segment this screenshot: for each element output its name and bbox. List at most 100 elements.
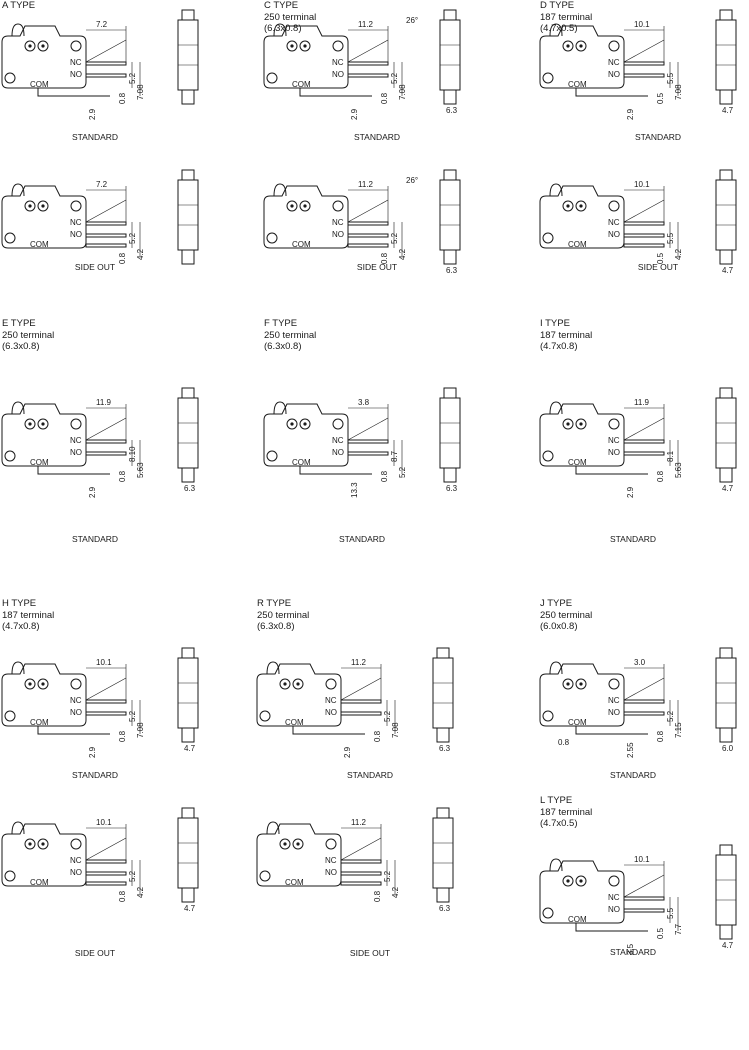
standard-side-view: [432, 647, 454, 743]
bottom-dimension-1: 0.8: [656, 730, 665, 742]
rivet-2-dot: [579, 204, 583, 208]
rivet-1-dot: [28, 682, 32, 686]
header-line-0: H TYPE: [2, 598, 37, 609]
header-line-2: (4.7x0.8): [2, 621, 40, 632]
lever: [623, 874, 665, 898]
header-line-1: 250 terminal: [2, 329, 55, 341]
mount-hole-2: [266, 72, 278, 84]
nc-terminal: [85, 221, 127, 226]
mount-hole-1: [608, 418, 620, 430]
no-terminal: [85, 711, 127, 716]
caption-side-out: SIDE OUT: [74, 948, 116, 958]
vertical-dimension-1: 5.2: [383, 870, 392, 882]
rivet-2-dot: [41, 842, 45, 846]
com-terminal: [299, 466, 372, 475]
caption-standard: STANDARD: [353, 132, 401, 142]
side-out-svg: [256, 821, 396, 894]
terminal-width-dimension: 4.7: [722, 106, 734, 115]
rivet-1-dot: [290, 422, 294, 426]
bottom-dimension-2: 2.9: [626, 108, 635, 120]
lever: [85, 417, 127, 441]
lever: [85, 677, 127, 701]
side-body: [715, 854, 737, 926]
terminal-width-dimension: 6.3: [446, 266, 458, 275]
header-line-1: 187 terminal: [540, 11, 593, 23]
rivet-2-dot: [303, 422, 307, 426]
nc-label: NC: [325, 856, 337, 865]
com-terminal: [347, 243, 389, 248]
bottom-dimension-1: 0.8: [118, 730, 127, 742]
rivet-1: [279, 838, 291, 850]
com-terminal: [340, 881, 382, 886]
header-line-1: 250 terminal: [264, 11, 317, 23]
com-terminal: [575, 726, 648, 735]
mount-hole-1: [608, 678, 620, 690]
standard-side-view: [715, 9, 737, 105]
standard-side-view: [715, 647, 737, 743]
side-terminal: [719, 467, 733, 483]
rivet-1-dot: [566, 682, 570, 686]
side-terminal: [719, 924, 733, 940]
rivet-2-dot: [41, 682, 45, 686]
rivet-1-dot: [283, 842, 287, 846]
lever: [623, 677, 665, 701]
com-label: COM: [568, 718, 587, 727]
no-label: NO: [70, 868, 82, 877]
nc-label: NC: [70, 436, 82, 445]
mount-hole-1: [332, 200, 344, 212]
rivet-1-dot: [566, 44, 570, 48]
header-line-0: J TYPE: [540, 598, 573, 609]
rivet-2-dot: [303, 204, 307, 208]
width-dimension: 11.2: [358, 180, 373, 189]
switch-body: [263, 403, 349, 467]
rivet-2: [37, 200, 49, 212]
nc-label: NC: [608, 893, 620, 902]
bottom-dimension-1: 0.8: [118, 890, 127, 902]
rivet-1-dot: [566, 204, 570, 208]
rivet-1: [562, 40, 574, 52]
com-label: COM: [292, 80, 311, 89]
side-terminal: [443, 89, 457, 105]
rivet-1-dot: [290, 204, 294, 208]
rivet-2-dot: [41, 422, 45, 426]
terminal-width-dimension: 6.3: [439, 744, 451, 753]
rivet-2: [575, 40, 587, 52]
no-terminal: [85, 451, 127, 456]
no-terminal: [623, 711, 665, 716]
rivet-1: [286, 418, 298, 430]
rivet-1: [562, 678, 574, 690]
caption-standard: STANDARD: [609, 534, 657, 544]
vertical-dimension-2: 7.08: [136, 84, 145, 100]
rivet-1: [24, 200, 36, 212]
com-label: COM: [30, 80, 49, 89]
vertical-dimension-1: 5.5: [666, 72, 675, 84]
mount-hole-1: [70, 40, 82, 52]
no-label: NO: [608, 708, 620, 717]
side-out-side-view: [177, 807, 199, 903]
rivet-2: [299, 200, 311, 212]
lever: [623, 39, 665, 63]
standard-side-view: [715, 844, 737, 940]
vertical-dimension-1: 5.2: [390, 232, 399, 244]
rivet-1: [24, 40, 36, 52]
caption-standard: STANDARD: [71, 770, 119, 780]
rivet-2: [575, 678, 587, 690]
header-line-2: (6.3x0.8): [2, 341, 40, 352]
side-terminal: [443, 467, 457, 483]
mount-hole-2: [542, 907, 554, 919]
caption-side-out: SIDE OUT: [637, 262, 679, 272]
no-terminal: [347, 233, 389, 238]
actuator-tab: [549, 23, 563, 37]
rivet-1: [286, 40, 298, 52]
no-terminal: [340, 711, 382, 716]
switch-body: [1, 663, 87, 727]
nc-label: NC: [332, 218, 344, 227]
no-label: NO: [70, 70, 82, 79]
side-terminal: [181, 727, 195, 743]
